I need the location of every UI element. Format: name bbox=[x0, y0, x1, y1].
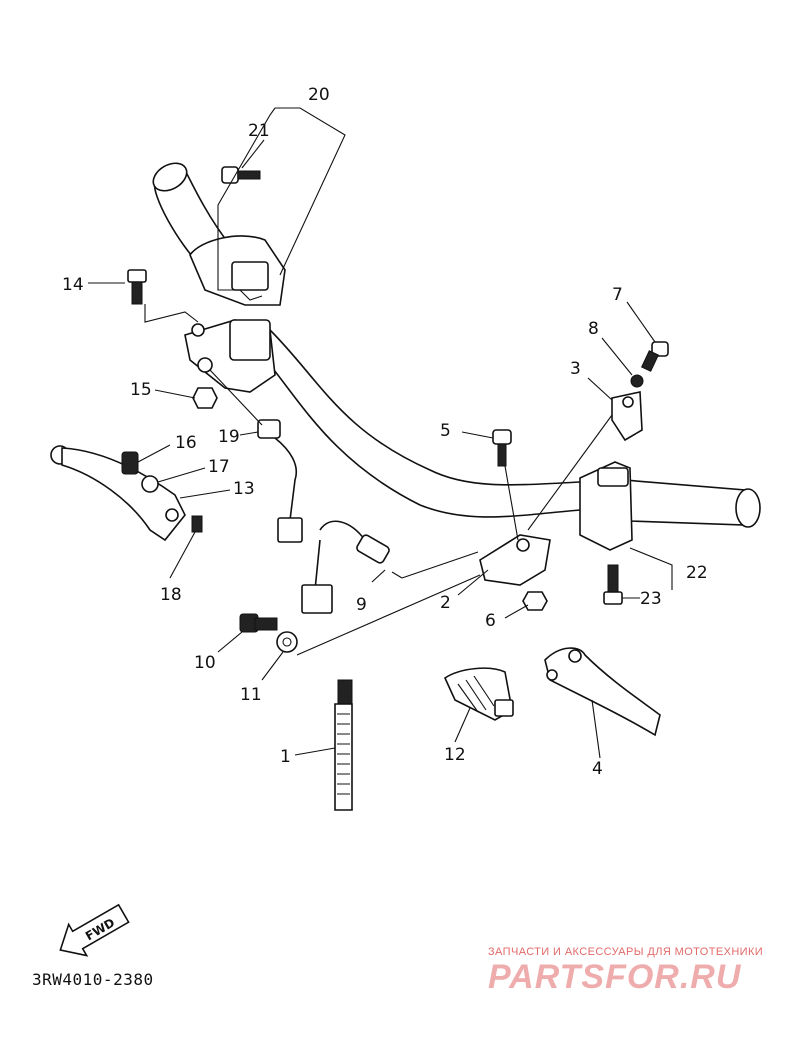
watermark-tagline: ЗАПЧАСТИ И АКСЕССУАРЫ ДЛЯ МОТОТЕХНИКИ bbox=[488, 946, 764, 958]
spring-18 bbox=[191, 515, 203, 533]
nut-6 bbox=[522, 591, 548, 611]
adjuster-12 bbox=[443, 667, 514, 721]
label-14: 14 bbox=[62, 275, 84, 295]
label-3: 3 bbox=[570, 359, 581, 379]
watermark-brand-logo[interactable]: PARTSFOR.RU bbox=[488, 958, 742, 996]
label-21: 21 bbox=[248, 121, 270, 141]
label-7: 7 bbox=[612, 285, 623, 305]
label-16: 16 bbox=[175, 433, 197, 453]
label-23: 23 bbox=[640, 589, 662, 609]
label-2: 2 bbox=[440, 593, 451, 613]
label-17: 17 bbox=[208, 457, 230, 477]
leader-lines bbox=[88, 107, 673, 759]
label-15: 15 bbox=[130, 380, 152, 400]
label-8: 8 bbox=[588, 319, 599, 339]
bolt-16 bbox=[121, 451, 139, 475]
right-switch-assembly bbox=[579, 461, 633, 551]
clutch-lever bbox=[50, 445, 186, 542]
label-20: 20 bbox=[308, 85, 330, 105]
nut-15 bbox=[192, 387, 218, 409]
brake-switch-9 bbox=[301, 520, 403, 614]
label-13: 13 bbox=[233, 479, 255, 499]
left-lever-holder bbox=[184, 319, 276, 393]
handlebar bbox=[152, 162, 761, 528]
label-4: 4 bbox=[592, 759, 603, 779]
label-22: 22 bbox=[686, 563, 708, 583]
label-10: 10 bbox=[194, 653, 216, 673]
label-9: 9 bbox=[356, 595, 367, 615]
nut-11 bbox=[276, 631, 298, 653]
washer-8 bbox=[630, 374, 644, 388]
bolt-14 bbox=[127, 269, 147, 305]
label-5: 5 bbox=[440, 421, 451, 441]
screw-23 bbox=[603, 564, 623, 605]
bolt-21 bbox=[221, 166, 261, 184]
bolt-5 bbox=[492, 429, 512, 467]
label-6: 6 bbox=[485, 611, 496, 631]
clutch-switch-19 bbox=[257, 419, 303, 543]
label-11: 11 bbox=[240, 685, 262, 705]
nut-17 bbox=[141, 475, 159, 493]
label-19: 19 bbox=[218, 427, 240, 447]
label-12: 12 bbox=[444, 745, 466, 765]
diagram-code: 3RW4010-2380 bbox=[32, 970, 154, 989]
bolt-10 bbox=[239, 613, 278, 633]
bolt-7 bbox=[641, 341, 669, 372]
clamp-3 bbox=[611, 391, 643, 442]
label-18: 18 bbox=[160, 585, 182, 605]
cable-band-1 bbox=[334, 679, 353, 811]
brake-lever-4 bbox=[544, 647, 661, 737]
left-switch-assembly bbox=[189, 235, 286, 306]
label-1: 1 bbox=[280, 747, 291, 767]
brake-lever-holder bbox=[479, 534, 551, 586]
part-labels: 20 21 14 15 19 16 17 13 18 9 2 5 6 3 8 7… bbox=[62, 85, 708, 779]
fwd-arrow-icon: FWD bbox=[59, 903, 130, 957]
